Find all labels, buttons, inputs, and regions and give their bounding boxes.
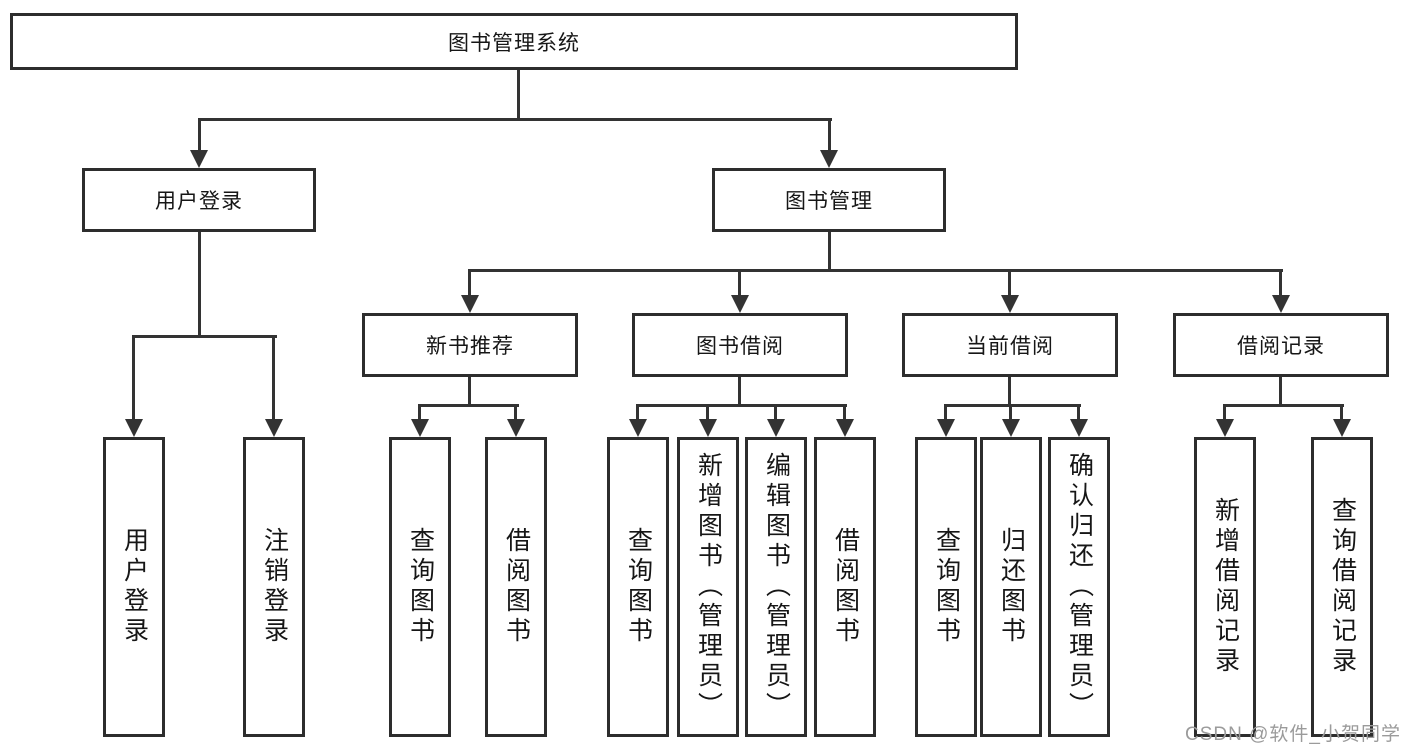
connector-vline — [828, 121, 831, 152]
arrowhead-icon — [836, 419, 854, 437]
connector-vline — [1223, 407, 1226, 420]
node-label: 查询图书 — [932, 527, 961, 647]
arrowhead-icon — [629, 419, 647, 437]
arrowhead-icon — [1216, 419, 1234, 437]
node-book-management: 图书管理 — [712, 168, 946, 232]
arrowhead-icon — [190, 150, 208, 168]
csdn-watermark: CSDN @软件_小贺同学 — [1185, 724, 1401, 745]
connector-vline — [132, 335, 135, 421]
connector-hline — [132, 335, 277, 338]
node-label: 借阅图书 — [502, 527, 531, 647]
arrowhead-icon — [1333, 419, 1351, 437]
connector-vline — [843, 407, 846, 420]
connector-vline — [1340, 407, 1343, 420]
node-confirm-return-admin: 确认归还（管理员） — [1048, 437, 1110, 737]
arrowhead-icon — [125, 419, 143, 437]
connector-vline — [828, 232, 831, 272]
connector-vline — [468, 377, 471, 407]
connector-vline — [738, 377, 741, 407]
connector-vline — [1279, 377, 1282, 407]
connector-vline — [418, 407, 421, 420]
node-borrowing-records: 借阅记录 — [1173, 313, 1389, 377]
node-label: 借阅图书 — [831, 527, 860, 647]
node-label: 查询图书 — [624, 527, 653, 647]
node-new-book-recommendation: 新书推荐 — [362, 313, 578, 377]
node-label: 确认归还（管理员） — [1065, 452, 1094, 722]
connector-vline — [1008, 272, 1011, 297]
connector-vline — [944, 407, 947, 420]
arrowhead-icon — [411, 419, 429, 437]
node-label: 用户登录 — [120, 527, 149, 647]
node-user-login: 用户登录 — [82, 168, 316, 232]
arrowhead-icon — [507, 419, 525, 437]
node-edit-book-admin: 编辑图书（管理员） — [745, 437, 807, 737]
connector-vline — [1008, 377, 1011, 407]
node-query-books-current: 查询图书 — [915, 437, 977, 737]
arrowhead-icon — [731, 295, 749, 313]
node-borrow-books-recommend: 借阅图书 — [485, 437, 547, 737]
connector-vline — [1009, 407, 1012, 420]
node-borrow-books: 借阅图书 — [814, 437, 876, 737]
node-label: 注销登录 — [260, 527, 289, 647]
node-label: 新增借阅记录 — [1211, 497, 1240, 677]
connector-hline — [468, 269, 1283, 272]
connector-vline — [517, 70, 520, 121]
arrowhead-icon — [265, 419, 283, 437]
node-query-books-recommend: 查询图书 — [389, 437, 451, 737]
node-label: 借阅记录 — [1237, 335, 1325, 358]
connector-hline — [944, 404, 1081, 407]
connector-hline — [198, 118, 832, 121]
arrowhead-icon — [767, 419, 785, 437]
arrowhead-icon — [937, 419, 955, 437]
connector-vline — [514, 407, 517, 420]
node-current-borrowing: 当前借阅 — [902, 313, 1118, 377]
node-book-borrowing: 图书借阅 — [632, 313, 848, 377]
node-label: 编辑图书（管理员） — [762, 452, 791, 722]
connector-vline — [468, 272, 471, 297]
connector-vline — [774, 407, 777, 420]
node-label: 新增图书（管理员） — [694, 452, 723, 722]
node-label: 图书管理系统 — [448, 31, 580, 55]
connector-vline — [636, 407, 639, 420]
node-library-management-system: 图书管理系统 — [10, 13, 1018, 70]
arrowhead-icon — [699, 419, 717, 437]
arrowhead-icon — [1070, 419, 1088, 437]
connector-vline — [738, 272, 741, 297]
node-label: 用户登录 — [155, 190, 243, 213]
connector-hline — [636, 404, 847, 407]
node-add-borrow-record: 新增借阅记录 — [1194, 437, 1256, 737]
arrowhead-icon — [1002, 419, 1020, 437]
connector-vline — [1077, 407, 1080, 420]
connector-hline — [1223, 404, 1344, 407]
node-return-books: 归还图书 — [980, 437, 1042, 737]
arrowhead-icon — [1001, 295, 1019, 313]
connector-vline — [706, 407, 709, 420]
node-query-borrow-record: 查询借阅记录 — [1311, 437, 1373, 737]
connector-vline — [1279, 272, 1282, 297]
node-add-book-admin: 新增图书（管理员） — [677, 437, 739, 737]
arrowhead-icon — [1272, 295, 1290, 313]
node-logout: 注销登录 — [243, 437, 305, 737]
connector-vline — [272, 335, 275, 421]
node-label: 查询借阅记录 — [1328, 497, 1357, 677]
connector-vline — [198, 121, 201, 152]
node-label: 查询图书 — [406, 527, 435, 647]
node-label: 图书借阅 — [696, 335, 784, 358]
arrowhead-icon — [820, 150, 838, 168]
node-label: 当前借阅 — [966, 335, 1054, 358]
connector-vline — [198, 232, 201, 338]
node-query-books-borrowing: 查询图书 — [607, 437, 669, 737]
node-label: 图书管理 — [785, 190, 873, 213]
arrowhead-icon — [461, 295, 479, 313]
node-label: 归还图书 — [997, 527, 1026, 647]
connector-hline — [418, 404, 519, 407]
node-user-login-action: 用户登录 — [103, 437, 165, 737]
node-label: 新书推荐 — [426, 335, 514, 358]
